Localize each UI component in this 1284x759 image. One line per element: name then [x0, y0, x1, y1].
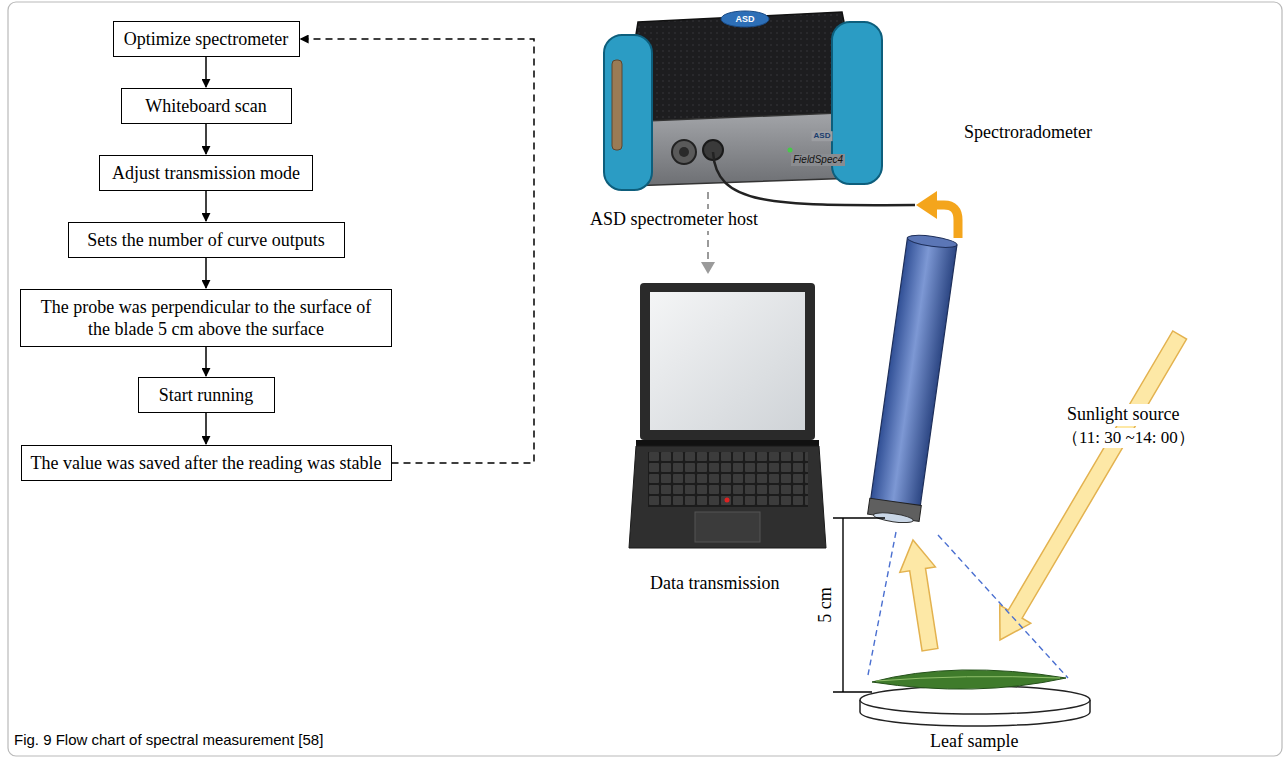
- signal-arrowhead: [916, 191, 937, 219]
- process-box: Sets the number of curve outputs: [68, 222, 345, 258]
- flow-arrow: [205, 191, 207, 221]
- figure-caption: Fig. 9 Flow chart of spectral measuremen…: [14, 731, 323, 748]
- box-text: Optimize spectrometer: [124, 28, 288, 50]
- box-text: The value was saved after the reading wa…: [31, 452, 382, 474]
- box-text: Whiteboard scan: [145, 95, 266, 117]
- flow-arrow: [205, 124, 207, 154]
- box-text: The probe was perpendicular to the surfa…: [29, 296, 383, 340]
- leaf-dish: [860, 686, 1090, 726]
- time-label: （11: 30 ~14: 00）: [1060, 428, 1197, 448]
- device-logo: ASD: [812, 131, 833, 141]
- flow-arrow: [205, 57, 207, 87]
- box-text: Adjust transmission mode: [112, 162, 300, 184]
- dimension-label: 5 cm: [815, 585, 837, 625]
- flow-arrow: [205, 347, 207, 376]
- part-label: Sunlight source: [1065, 404, 1182, 426]
- laptop: [629, 283, 826, 548]
- leaf: [872, 670, 1066, 689]
- model-name: FieldSpec4: [791, 154, 845, 166]
- process-box: Adjust transmission mode: [99, 155, 313, 191]
- process-box: Optimize spectrometer: [113, 21, 300, 57]
- view-line: [868, 532, 896, 675]
- reflected-arrow: [895, 537, 948, 652]
- sunlight-arrow: [984, 326, 1195, 649]
- figure-frame: [8, 2, 1282, 756]
- process-box: The probe was perpendicular to the surfa…: [20, 289, 392, 347]
- part-label: Spectroradometer: [964, 122, 1092, 144]
- part-label: Data transmission: [650, 573, 779, 595]
- device-logo: ASD: [733, 14, 756, 25]
- flow-arrow: [205, 258, 207, 288]
- process-box: Start running: [138, 377, 275, 413]
- view-line: [938, 535, 1068, 678]
- signal-arrow: [936, 205, 958, 238]
- box-text: Start running: [159, 384, 254, 406]
- part-label: ASD spectrometer host: [588, 209, 760, 231]
- fiber-cable: [713, 152, 915, 205]
- dimension-line: [833, 518, 885, 692]
- spectrometer-host: [604, 11, 882, 190]
- data-arrowhead: [701, 262, 715, 274]
- flow-arrow: [205, 413, 207, 444]
- process-box: The value was saved after the reading wa…: [21, 445, 392, 481]
- probe: [867, 233, 959, 525]
- box-text: Sets the number of curve outputs: [87, 229, 324, 251]
- process-box: Whiteboard scan: [121, 88, 292, 124]
- part-label: Leaf sample: [930, 731, 1018, 753]
